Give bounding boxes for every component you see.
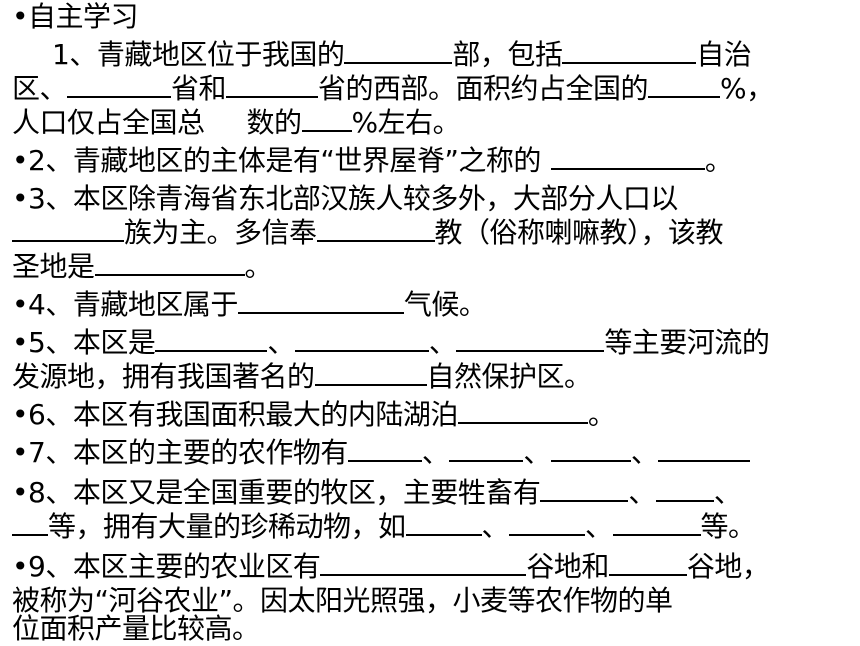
separator: 、	[630, 436, 659, 469]
answer-blank[interactable]	[155, 326, 268, 352]
answer-blank[interactable]	[347, 436, 422, 462]
q8-line-1: •8、本区又是全国重要的牧区，主要牲畜有 、 、	[12, 476, 742, 510]
q8-text: 等，拥有大量的珍稀动物，如	[48, 510, 406, 543]
answer-blank[interactable]	[562, 38, 697, 64]
q5-text: 自然保护区。	[426, 360, 593, 393]
q3-line-3: 圣地是 。	[12, 250, 273, 284]
q9-line-2: 被称为“河谷农业”。因太阳光照强，小麦等农作物的单	[12, 584, 673, 618]
q9-text: •9、本区主要的农业区有	[12, 550, 321, 583]
answer-blank[interactable]	[12, 510, 48, 536]
q1-line-1: 1、青藏地区位于我国的 部，包括 自治	[52, 38, 752, 72]
q1-text: 数的	[246, 106, 303, 139]
q1-text: 省的西部。面积约占全国的	[318, 72, 649, 105]
answer-blank[interactable]	[67, 72, 172, 98]
q9-line-1: •9、本区主要的农业区有 谷地和 谷地，	[12, 550, 770, 584]
answer-blank[interactable]	[655, 476, 714, 502]
answer-blank[interactable]	[449, 436, 524, 462]
q2-text: •2、青藏地区的主体是有“世界屋脊”之称的	[12, 144, 541, 177]
q1-text: %左右。	[351, 106, 461, 139]
q8-line-2: 等，拥有大量的珍稀动物，如 、 、 等。	[12, 510, 756, 544]
answer-blank[interactable]	[648, 72, 721, 98]
q8-text: 、	[481, 510, 510, 543]
q5-line-2: 发源地，拥有我国著名的 自然保护区。	[12, 360, 592, 394]
q5-text: 发源地，拥有我国著名的	[12, 360, 315, 393]
q1-text: 省和	[171, 72, 227, 105]
q5-text: 等主要河流的	[604, 326, 770, 359]
q3-text: 族为主。多信奉	[124, 216, 317, 249]
q7-line: •7、本区的主要的农作物有 、 、 、	[12, 436, 751, 470]
q4-text: •4、青藏地区属于	[12, 288, 238, 321]
q4-text: 气候。	[403, 288, 487, 321]
q1-text: 区、	[12, 72, 68, 105]
answer-blank[interactable]	[540, 476, 629, 502]
q5-text: 、	[428, 326, 457, 359]
q2-line: •2、青藏地区的主体是有“世界屋脊”之称的 。	[12, 144, 733, 178]
q5-line-1: •5、本区是 、 、 等主要河流的	[12, 326, 770, 360]
answer-blank[interactable]	[509, 510, 586, 536]
answer-blank[interactable]	[237, 288, 404, 314]
q9-text: 被称为“河谷农业”。因太阳光照强，小麦等农作物的单	[12, 584, 673, 617]
q1-text: %，	[720, 72, 774, 105]
q8-text: 等。	[700, 510, 757, 543]
answer-blank[interactable]	[550, 436, 631, 462]
q9-line-3: 位面积产量比较高。	[12, 612, 260, 646]
q8-text: 、	[628, 476, 656, 509]
separator: 、	[421, 436, 450, 469]
answer-blank[interactable]	[658, 436, 751, 462]
q9-text: 谷地，	[686, 550, 770, 583]
q3-text: 圣地是	[12, 250, 95, 283]
q8-text: 、	[585, 510, 613, 543]
answer-blank[interactable]	[12, 216, 124, 242]
answer-blank[interactable]	[316, 216, 435, 242]
heading-text: •自主学习	[12, 0, 139, 33]
q4-line: •4、青藏地区属于 气候。	[12, 288, 487, 322]
answer-blank[interactable]	[344, 38, 453, 64]
q3-text: •3、本区除青海省东北部汉族人较多外，大部分人口以	[12, 182, 678, 215]
q1-line-2: 区、 省和 省的西部。面积约占全国的 %，	[12, 72, 774, 106]
q7-text: •7、本区的主要的农作物有	[12, 436, 348, 469]
q1-text: 部，包括	[452, 38, 563, 71]
q1-text: 自治	[696, 38, 752, 71]
q8-text: 、	[713, 476, 742, 509]
q2-text: 。	[704, 144, 733, 177]
q3-text: 教（俗称喇嘛教），该教	[434, 216, 724, 249]
q9-text: 谷地和	[526, 550, 609, 583]
answer-blank[interactable]	[612, 510, 701, 536]
q1-text: 人口仅占全国总	[12, 106, 205, 139]
q6-text: 。	[587, 398, 616, 431]
q8-text: •8、本区又是全国重要的牧区，主要牲畜有	[12, 476, 541, 509]
q6-line: •6、本区有我国面积最大的内陆湖泊 。	[12, 398, 616, 432]
answer-blank[interactable]	[301, 106, 352, 132]
answer-blank[interactable]	[456, 326, 605, 352]
worksheet: •自主学习 1、青藏地区位于我国的 部，包括 自治 区、 省和 省的西部。面积约占全国的…	[12, 0, 858, 645]
answer-blank[interactable]	[94, 250, 245, 276]
answer-blank[interactable]	[550, 144, 705, 170]
q3-line-2: 族为主。多信奉 教（俗称喇嘛教），该教	[12, 216, 724, 250]
q5-text: •5、本区是	[12, 326, 156, 359]
answer-blank[interactable]	[320, 550, 527, 576]
answer-blank[interactable]	[226, 72, 319, 98]
answer-blank[interactable]	[314, 360, 427, 386]
separator: 、	[523, 436, 551, 469]
q3-line-1: •3、本区除青海省东北部汉族人较多外，大部分人口以	[12, 182, 678, 216]
q6-text: •6、本区有我国面积最大的内陆湖泊	[12, 398, 458, 431]
answer-blank[interactable]	[457, 398, 588, 424]
q9-text: 位面积产量比较高。	[12, 612, 260, 645]
q3-text: 。	[244, 250, 273, 283]
answer-blank[interactable]	[294, 326, 429, 352]
q1-line-3: 人口仅占全国总 数的 %左右。	[12, 106, 461, 140]
heading: •自主学习	[12, 0, 139, 34]
q1-text: 1、青藏地区位于我国的	[52, 38, 345, 71]
answer-blank[interactable]	[608, 550, 687, 576]
answer-blank[interactable]	[405, 510, 482, 536]
q5-text: 、	[267, 326, 295, 359]
